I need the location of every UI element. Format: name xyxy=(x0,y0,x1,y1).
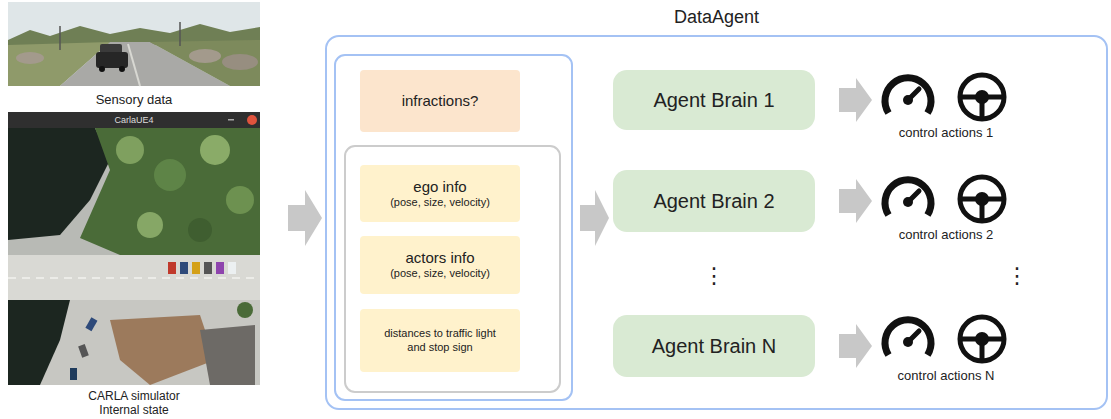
simulator-screenshot xyxy=(8,128,260,385)
speed-gauge-icon xyxy=(885,78,931,113)
steering-wheel-icon xyxy=(960,177,1004,221)
simulator-screenshot xyxy=(200,135,230,165)
speed-gauge-icon xyxy=(903,197,913,207)
node-text: (pose, size, velocity) xyxy=(390,267,490,280)
steering-wheel-icon xyxy=(975,192,989,206)
speed-gauge-icon xyxy=(885,78,931,113)
steering-wheel-icon xyxy=(960,317,1004,361)
node-text: Agent Brain 2 xyxy=(653,189,774,213)
simulator-screenshot xyxy=(110,315,215,385)
simulator-screenshot xyxy=(180,262,188,274)
sensor-image xyxy=(119,66,125,72)
simulator-screenshot xyxy=(154,159,186,191)
image-caption: Sensory data xyxy=(54,92,214,108)
sensor-image xyxy=(96,52,128,68)
image-caption: CARLA simulator Internal state xyxy=(69,389,199,417)
steering-wheel-icon xyxy=(960,75,1004,119)
output-label: control actions 2 xyxy=(871,227,1021,243)
flow-arrow xyxy=(839,78,872,122)
simulator-screenshot xyxy=(188,218,212,242)
simulator-screenshot xyxy=(8,277,260,279)
simulator-screenshot xyxy=(116,136,144,164)
speed-gauge-icon xyxy=(885,180,931,215)
sensor-image xyxy=(222,54,258,70)
inner-group-box xyxy=(335,55,572,400)
simulator-screenshot xyxy=(8,300,260,385)
flow-arrow xyxy=(580,190,609,246)
output-label: control actions N xyxy=(871,368,1021,384)
sensor-image xyxy=(150,40,260,86)
group-box: infractions?ego info(pose, size, velocit… xyxy=(325,35,1108,410)
node-text: Agent Brain 1 xyxy=(653,88,774,112)
sensor-image xyxy=(8,2,260,86)
ellipsis: ⋮ xyxy=(699,262,729,290)
simulator-screenshot xyxy=(70,368,77,380)
steering-wheel-icon xyxy=(960,177,1004,221)
simulator-screenshot xyxy=(200,325,255,385)
group-heading: DataAgent xyxy=(327,6,1106,28)
simulator-screenshot xyxy=(8,300,70,385)
simulator-screenshot xyxy=(247,115,257,125)
sensor-image xyxy=(59,26,61,50)
steering-wheel-icon xyxy=(960,75,1004,119)
process-box: ego info(pose, size, velocity) xyxy=(360,165,520,222)
window-title: CarlaUE4 xyxy=(94,113,174,127)
node-text: (pose, size, velocity) xyxy=(390,196,490,209)
simulator-screenshot xyxy=(204,262,212,274)
simulator-screenshot xyxy=(228,262,236,274)
process-box: actors info(pose, size, velocity) xyxy=(360,236,520,294)
sensor-image xyxy=(99,66,105,72)
sensor-image xyxy=(8,2,260,86)
ellipsis: ⋮ xyxy=(1002,262,1032,290)
flow-arrow xyxy=(839,179,872,223)
output-label: control actions 1 xyxy=(871,125,1021,141)
node-text: ego info xyxy=(413,178,466,196)
state-group-box xyxy=(345,146,560,392)
node-text: actors info xyxy=(405,249,474,267)
simulator-screenshot xyxy=(80,128,260,255)
flow-arrow xyxy=(288,190,322,246)
simulator-screenshot xyxy=(137,212,163,238)
flow-arrow xyxy=(839,324,872,368)
simulator-screenshot xyxy=(8,112,260,385)
process-box: infractions? xyxy=(360,70,520,132)
simulator-screenshot xyxy=(85,317,97,331)
process-box: distances to traffic light and stop sign xyxy=(360,309,520,372)
node-text: Agent Brain N xyxy=(652,334,777,358)
simulator-screenshot xyxy=(78,344,89,358)
simulator-screenshot xyxy=(8,112,260,128)
speed-gauge-icon xyxy=(885,180,931,215)
simulator-screenshot xyxy=(216,262,224,274)
speed-gauge-icon xyxy=(885,320,931,355)
sensor-image xyxy=(179,22,181,46)
sensor-image xyxy=(128,44,140,86)
sensor-image xyxy=(16,52,44,64)
simulator-screenshot xyxy=(237,302,253,318)
speed-gauge-icon xyxy=(903,95,913,105)
speed-gauge-icon xyxy=(885,320,931,355)
node-text: distances to traffic light and stop sign xyxy=(378,327,502,353)
steering-wheel-icon xyxy=(975,90,989,104)
node-text: infractions? xyxy=(402,92,479,110)
steering-wheel-icon xyxy=(975,332,989,346)
speed-gauge-icon xyxy=(903,337,913,347)
sensor-image xyxy=(189,49,221,63)
steering-wheel-icon xyxy=(960,317,1004,361)
simulator-screenshot xyxy=(8,255,260,300)
agent-box: Agent Brain 2 xyxy=(613,170,815,232)
simulator-screenshot xyxy=(192,262,200,274)
agent-box: Agent Brain 1 xyxy=(613,70,815,130)
agent-box: Agent Brain N xyxy=(613,315,815,377)
simulator-screenshot xyxy=(228,119,234,121)
simulator-screenshot xyxy=(226,186,254,214)
simulator-screenshot xyxy=(168,262,176,274)
